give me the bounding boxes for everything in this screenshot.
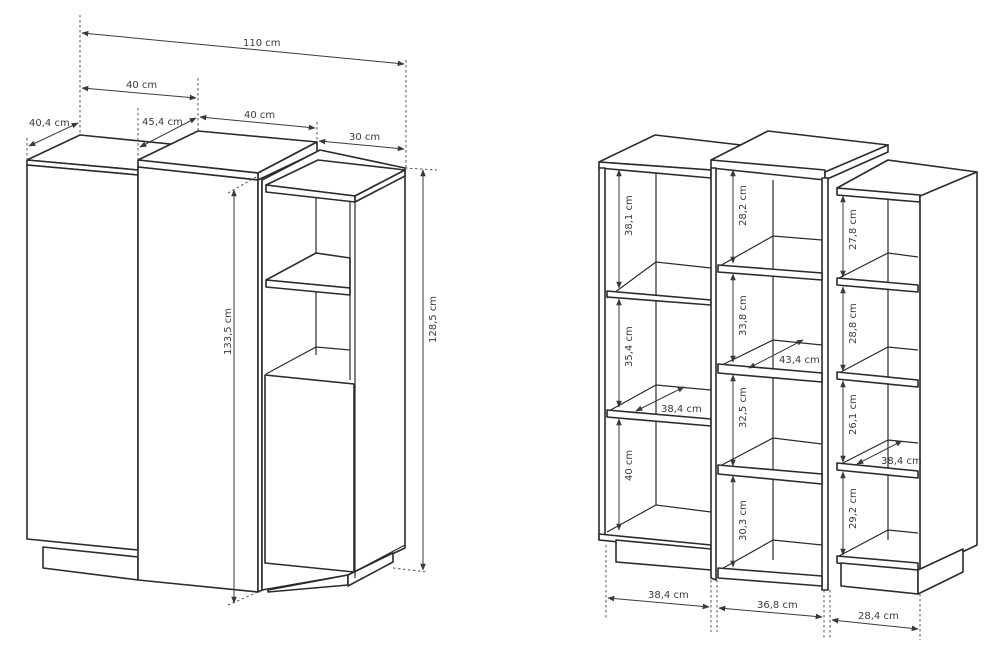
dim-right-inner-width: 28,4 cm xyxy=(858,611,899,622)
dim-unit3-width: 30 cm xyxy=(349,132,380,143)
dim-unit1-width: 40 cm xyxy=(126,80,157,91)
dim-middle-inner-width: 36,8 cm xyxy=(757,600,798,611)
dim-unit2-width: 40 cm xyxy=(244,110,275,121)
left-bookcase xyxy=(598,134,742,571)
dim-middle-shelf-3: 32,5 cm xyxy=(738,387,749,428)
dim-left-inner-width: 38,4 cm xyxy=(648,590,689,601)
open-shelf-view: 38,1 cm 35,4 cm 40 cm 38,4 cm 28,2 cm 33… xyxy=(598,130,978,640)
dim-middle-shelf-depth: 43,4 cm xyxy=(779,355,820,366)
dim-unit2-depth: 45,4 cm xyxy=(142,117,183,128)
middle-bookcase xyxy=(710,130,889,591)
dim-unit1-depth: 40,4 cm xyxy=(29,118,70,129)
dim-left-shelf-3: 40 cm xyxy=(624,450,635,481)
dim-right-shelf-1: 27,8 cm xyxy=(848,209,859,250)
dim-total-width: 110 cm xyxy=(243,38,281,49)
dim-middle-shelf-4: 30,3 cm xyxy=(738,500,749,541)
dim-left-shelf-depth: 38,4 cm xyxy=(661,404,702,415)
dim-left-shelf-1: 38,1 cm xyxy=(624,195,635,236)
closed-front-view: 110 cm 40 cm 40,4 cm 45,4 cm 40 cm 30 cm… xyxy=(26,15,439,606)
dim-left-shelf-2: 35,4 cm xyxy=(624,326,635,367)
unit-3-cabinet xyxy=(261,149,406,593)
dim-middle-shelf-2: 33,8 cm xyxy=(738,295,749,336)
dim-unit2-height: 133,5 cm xyxy=(223,308,234,355)
dim-middle-shelf-1: 28,2 cm xyxy=(738,185,749,226)
dim-unit3-height: 128,5 cm xyxy=(428,296,439,343)
dim-right-shelf-4: 29,2 cm xyxy=(848,488,859,529)
dim-right-shelf-2: 28,8 cm xyxy=(848,303,859,344)
dim-right-shelf-depth: 38,4 cm xyxy=(881,456,922,467)
right-bookcase xyxy=(836,159,978,595)
dim-right-shelf-3: 26,1 cm xyxy=(848,394,859,435)
